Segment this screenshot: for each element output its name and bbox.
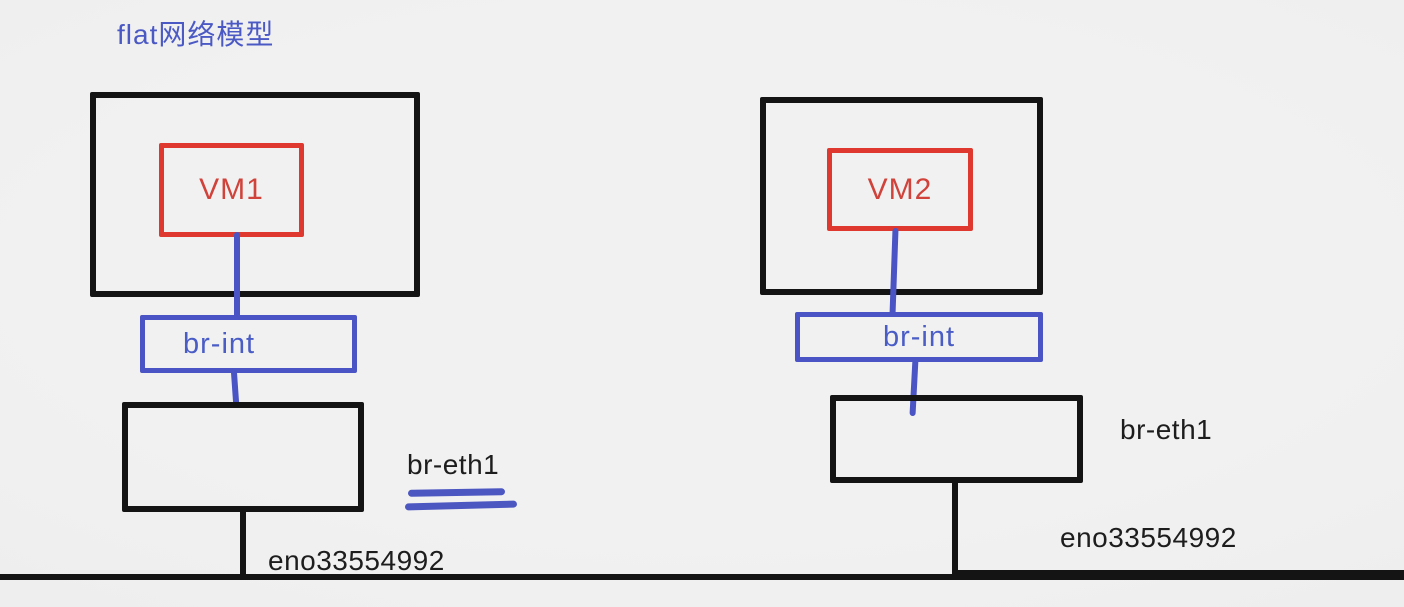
nic-label-right: eno33554992	[1060, 522, 1237, 553]
vm1-label: VM1	[199, 173, 264, 206]
nic-label-left: eno33554992	[268, 545, 445, 576]
host-box-left	[90, 92, 420, 297]
brint-box-left: br-int	[140, 315, 357, 373]
brint-box-right: br-int	[795, 312, 1043, 362]
brint-label-left: br-int	[183, 327, 256, 360]
connector-brint-to-breth-left	[230, 367, 240, 407]
vm2-box: VM2	[827, 148, 973, 231]
underline-stroke-2	[404, 500, 518, 511]
connector-vm1-to-brint	[234, 232, 240, 320]
breth-label-right: br-eth1	[1120, 414, 1213, 445]
brint-label-right: br-int	[882, 320, 956, 353]
nic-line-right	[952, 481, 958, 578]
diagram-title: flat网络模型	[117, 19, 275, 50]
vm1-box: VM1	[159, 143, 304, 237]
breth-box-right	[830, 395, 1083, 483]
host-box-right	[760, 97, 1043, 295]
physical-network-line-overlap	[955, 570, 1404, 575]
nic-line-left	[240, 510, 246, 578]
vm2-label: VM2	[867, 172, 933, 206]
breth-box-left	[122, 402, 364, 512]
physical-network-line	[0, 574, 1404, 580]
underline-stroke-1	[407, 488, 506, 497]
breth-label-left: br-eth1	[407, 449, 500, 480]
